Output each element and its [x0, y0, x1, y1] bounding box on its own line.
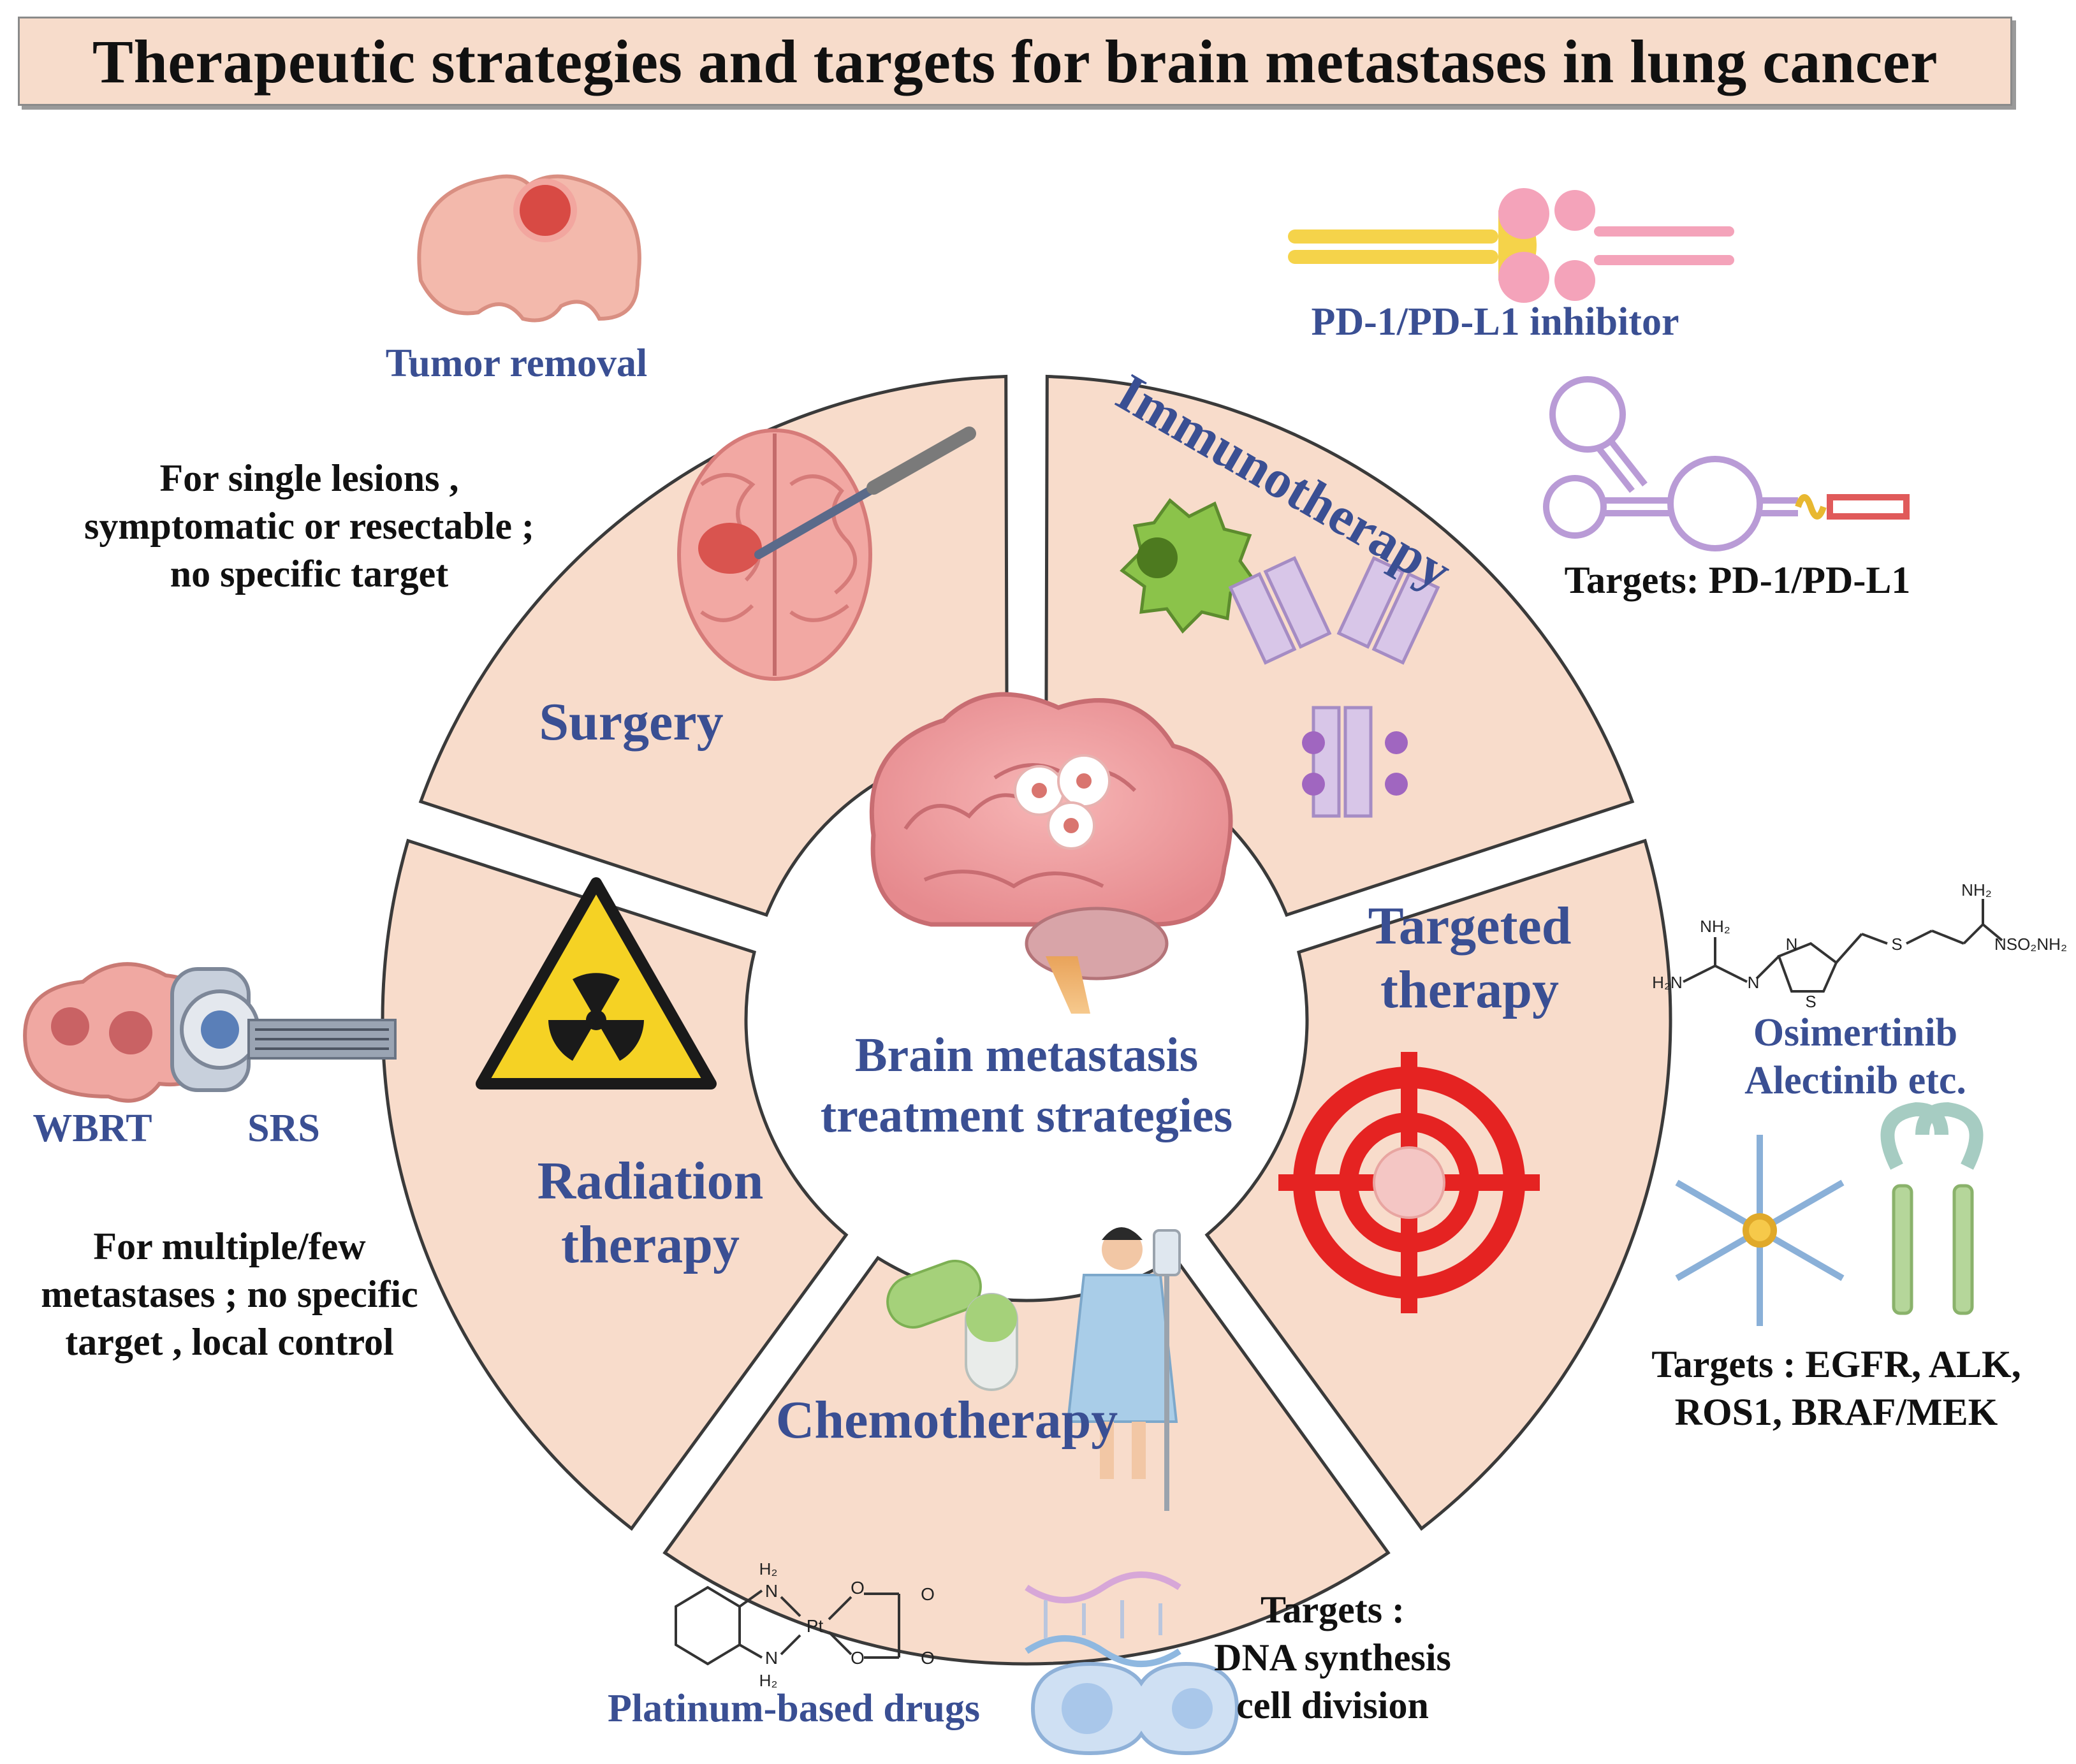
svg-text:S: S: [1891, 935, 1902, 954]
svg-text:NH₂: NH₂: [1961, 880, 1992, 900]
platinum-structure-icon: [675, 1585, 900, 1666]
aptamer-icon: [1543, 376, 1910, 551]
radiation-hazard-icon: [476, 877, 717, 1090]
label-targeted-line2: therapy: [1380, 960, 1559, 1019]
svg-text:O: O: [921, 1584, 935, 1604]
receptor-dimer-icon: [1880, 1102, 1984, 1315]
targeted-drug-line1: Osimertinib: [1753, 1011, 1957, 1054]
wbrt-brain-icon: [23, 962, 219, 1103]
svg-text:N: N: [1786, 935, 1798, 954]
segment-chemotherapy: [662, 1255, 1391, 1666]
label-chemotherapy: Chemotherapy: [776, 1390, 1118, 1450]
svg-text:O: O: [921, 1648, 935, 1668]
receptor-cluster-icon: [1675, 1135, 1845, 1326]
center-label-line2: treatment strategies: [821, 1089, 1232, 1142]
pd1-caption: PD-1/PD-L1 inhibitor: [1312, 300, 1679, 344]
scalpel-icon: [754, 426, 976, 559]
label-targeted-line1: Targeted: [1368, 896, 1572, 956]
label-radiation-line1: Radiation: [537, 1151, 764, 1211]
chemo-targets-line1: Targets :: [1261, 1589, 1405, 1631]
capsule-icon: [886, 1260, 1018, 1391]
svg-text:H₂: H₂: [759, 1671, 778, 1690]
svg-text:Pt: Pt: [807, 1616, 824, 1636]
svg-text:N: N: [765, 1648, 778, 1668]
label-surgery: Surgery: [539, 692, 723, 752]
radiation-note-line2: metastases ; no specific: [41, 1273, 418, 1315]
molecule-labels: NH₂ NH₂ H₂N N N S S NSO₂NH₂: [1652, 880, 2067, 1011]
platinum-caption: Platinum-based drugs: [608, 1687, 980, 1730]
surgery-note-line3: no specific target: [170, 553, 449, 595]
targeted-targets-line1: Targets : EGFR, ALK,: [1651, 1343, 2021, 1385]
svg-text:NH₂: NH₂: [1700, 917, 1730, 936]
immune-cell-icon: [1120, 498, 1259, 634]
surgery-note-line1: For single lesions ,: [160, 457, 459, 499]
pd1-pdl1-icon: [1288, 188, 1734, 303]
chemo-targets-line3: cell division: [1236, 1684, 1429, 1726]
surgery-note-line2: symptomatic or resectable ;: [84, 505, 534, 547]
molecule-structure-icon: [1683, 899, 2003, 993]
immuno-targets: Targets: PD-1/PD-L1: [1565, 559, 1911, 601]
svg-text:S: S: [1805, 992, 1816, 1011]
srs-machine-icon: [170, 967, 397, 1092]
title-banner: Therapeutic strategies and targets for b…: [18, 17, 2012, 106]
svg-text:O: O: [851, 1648, 865, 1668]
srs-caption: SRS: [247, 1107, 320, 1150]
svg-text:O: O: [851, 1578, 865, 1598]
dna-helix-icon: [1025, 1571, 1181, 1667]
target-icon: [1278, 1052, 1540, 1313]
antibody-icon: [1228, 556, 1440, 818]
targeted-targets-line2: ROS1, BRAF/MEK: [1675, 1391, 1998, 1433]
center-brain-icon: [869, 692, 1233, 1014]
svg-text:H₂N: H₂N: [1652, 973, 1683, 992]
svg-text:H₂: H₂: [759, 1559, 778, 1578]
svg-text:NSO₂NH₂: NSO₂NH₂: [1994, 935, 2067, 954]
radiation-note-line3: target , local control: [65, 1321, 393, 1363]
center-label-line1: Brain metastasis: [855, 1028, 1198, 1082]
platinum-labels: H₂ N Pt N H₂ O O O O: [759, 1559, 935, 1690]
radiation-note-line1: For multiple/few: [93, 1225, 366, 1267]
label-radiation-line2: therapy: [561, 1215, 740, 1274]
surgery-brain-icon: [677, 428, 872, 681]
chemo-targets-line2: DNA synthesis: [1214, 1636, 1451, 1679]
svg-text:N: N: [1748, 973, 1760, 992]
page-title: Therapeutic strategies and targets for b…: [92, 27, 1938, 96]
cell-division-icon: [1030, 1661, 1239, 1756]
svg-text:N: N: [765, 1581, 778, 1601]
star-marker-icon: [1302, 731, 1408, 796]
targeted-drug-line2: Alectinib etc.: [1744, 1059, 1966, 1102]
patient-icon: [1066, 1227, 1181, 1511]
wbrt-caption: WBRT: [33, 1107, 152, 1150]
tumor-removal-caption: Tumor removal: [386, 342, 647, 385]
segment-radiation-therapy: [381, 838, 849, 1531]
coronal-brain-icon: [417, 174, 641, 323]
